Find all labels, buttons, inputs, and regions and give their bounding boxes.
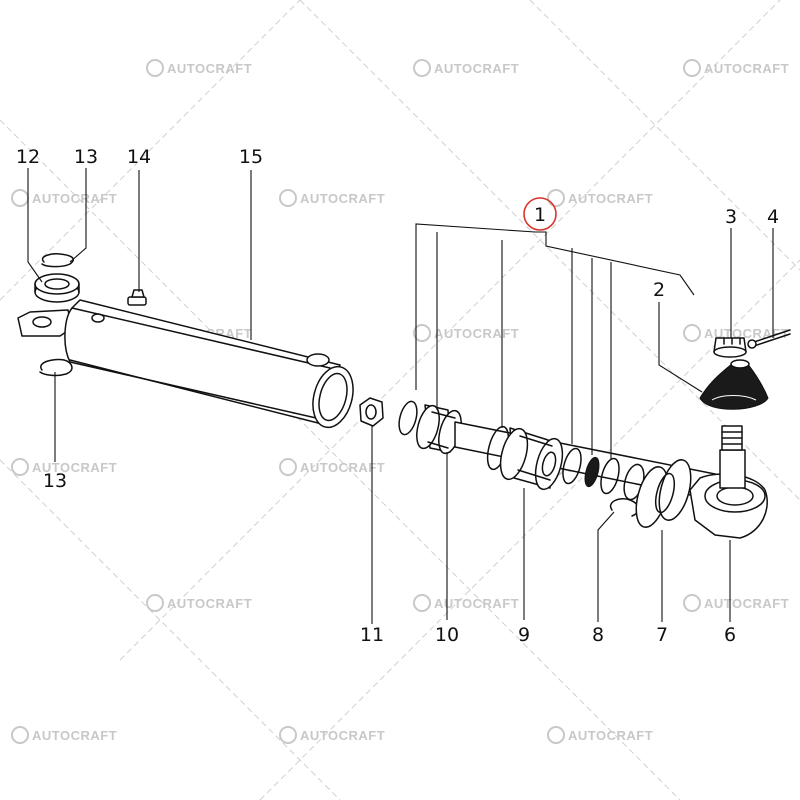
svg-text:AUTOCRAFT: AUTOCRAFT [704, 596, 789, 611]
castle-nut-drawing [713, 337, 747, 358]
callout-8: 8 [592, 624, 604, 646]
callout-15: 15 [239, 146, 263, 168]
split-pin-drawing [747, 329, 791, 349]
svg-text:AUTOCRAFT: AUTOCRAFT [167, 596, 252, 611]
svg-text:AUTOCRAFT: AUTOCRAFT [434, 596, 519, 611]
svg-text:AUTOCRAFT: AUTOCRAFT [300, 191, 385, 206]
highlight-circle [523, 197, 557, 231]
watermark-logo: AUTOCRAFT [279, 189, 385, 207]
ball-joint-end-drawing [689, 425, 768, 539]
callout-3: 3 [725, 206, 737, 228]
svg-text:AUTOCRAFT: AUTOCRAFT [434, 61, 519, 76]
watermark-logo: AUTOCRAFT [279, 726, 385, 744]
callout-7: 7 [656, 624, 668, 646]
watermark-logo: AUTOCRAFT [413, 324, 519, 342]
watermark-logo: AUTOCRAFT [11, 458, 117, 476]
watermark-logo: AUTOCRAFT [146, 59, 252, 77]
watermark-logo: AUTOCRAFT [683, 59, 789, 77]
svg-text:AUTOCRAFT: AUTOCRAFT [300, 728, 385, 743]
svg-text:AUTOCRAFT: AUTOCRAFT [32, 460, 117, 475]
callout-14: 14 [127, 146, 151, 168]
watermark-logo: AUTOCRAFT [146, 594, 252, 612]
svg-text:AUTOCRAFT: AUTOCRAFT [167, 61, 252, 76]
watermark-logo: AUTOCRAFT [413, 594, 519, 612]
callout-2: 2 [653, 279, 665, 301]
callout-9: 9 [518, 624, 530, 646]
svg-text:AUTOCRAFT: AUTOCRAFT [434, 326, 519, 341]
callout-6: 6 [724, 624, 736, 646]
callout-11: 11 [360, 624, 384, 646]
rubber-boot-drawing [699, 359, 769, 410]
snap-ring-bottom-drawing [39, 358, 73, 377]
snap-ring-top-drawing [41, 253, 74, 268]
watermark-logo: AUTOCRAFT [547, 726, 653, 744]
piston-drawing [499, 427, 564, 491]
svg-text:AUTOCRAFT: AUTOCRAFT [32, 728, 117, 743]
watermark-logo: AUTOCRAFT [547, 189, 653, 207]
watermark-logo: AUTOCRAFT [413, 59, 519, 77]
svg-text:AUTOCRAFT: AUTOCRAFT [32, 191, 117, 206]
grease-nipple-drawing [127, 289, 147, 306]
svg-text:AUTOCRAFT: AUTOCRAFT [568, 191, 653, 206]
hex-nut-drawing [359, 397, 384, 427]
watermark-logo: AUTOCRAFT [11, 726, 117, 744]
callout-13-bottom: 13 [43, 470, 67, 492]
svg-text:AUTOCRAFT: AUTOCRAFT [704, 61, 789, 76]
svg-text:AUTOCRAFT: AUTOCRAFT [300, 460, 385, 475]
locking-collar-drawing [635, 459, 692, 528]
callout-10: 10 [435, 624, 459, 646]
seal-drawing [34, 273, 80, 303]
callout-labels: 1 2 3 4 6 7 8 9 10 11 12 13 13 14 15 [16, 146, 779, 646]
cylinder-barrel-drawing [17, 299, 354, 429]
callout-12: 12 [16, 146, 40, 168]
leader-lines [27, 168, 774, 624]
callout-13-top: 13 [74, 146, 98, 168]
callout-1: 1 [534, 204, 546, 226]
watermark-logo: AUTOCRAFT [279, 458, 385, 476]
callout-4: 4 [767, 206, 779, 228]
watermark-logo: AUTOCRAFT [683, 594, 789, 612]
svg-text:AUTOCRAFT: AUTOCRAFT [568, 728, 653, 743]
